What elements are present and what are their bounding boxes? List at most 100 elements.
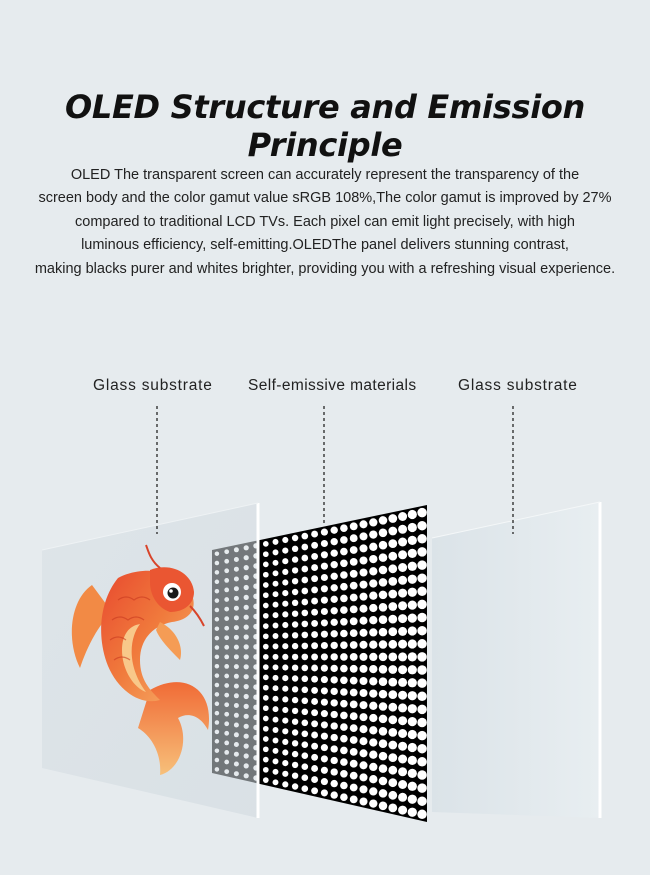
- pixel-dot: [272, 758, 279, 765]
- pixel-dot: [407, 729, 417, 740]
- pixel-dot: [291, 545, 299, 552]
- pixel-dot: [301, 785, 309, 793]
- pixel-dot: [359, 544, 368, 553]
- pixel-dot: [272, 674, 279, 681]
- pixel-dot: [369, 738, 378, 747]
- pixel-dot: [262, 541, 269, 547]
- pixel-dot: [417, 783, 427, 793]
- pixel-dot: [340, 582, 348, 591]
- pixel-dot: [369, 591, 378, 600]
- pixel-dot: [359, 580, 368, 589]
- pixel-dot: [369, 750, 378, 759]
- pixel-dot: [388, 514, 398, 523]
- pixel-dot: [272, 622, 279, 629]
- pixel-dot: [388, 677, 398, 687]
- pixel-dot: [378, 652, 388, 662]
- pixel-dot: [272, 538, 279, 545]
- pixel-dot: [359, 749, 368, 758]
- pixel-dot: [330, 768, 338, 776]
- pixel-dot: [407, 587, 417, 597]
- pixel-dot: [349, 617, 358, 626]
- pixel-dot: [359, 688, 368, 698]
- pixel-dot: [417, 770, 427, 780]
- pixel-dot: [349, 676, 358, 685]
- pixel-dot: [417, 730, 427, 741]
- pixel-dot: [417, 678, 427, 688]
- pixel-dot: [398, 792, 408, 802]
- pixel-dot: [398, 677, 408, 687]
- pixel-dot: [262, 756, 269, 763]
- pixel-dot: [359, 616, 368, 625]
- pixel-dot: [407, 768, 417, 779]
- pixel-dot: [417, 743, 427, 754]
- pixel-dot: [369, 518, 378, 527]
- pixel-dot: [407, 691, 417, 701]
- glass-substrate-back: [432, 502, 600, 818]
- pixel-dot: [378, 540, 388, 550]
- pixel-dot: [262, 746, 269, 753]
- pixel-dot: [349, 569, 358, 578]
- pixel-dot: [320, 766, 328, 774]
- pixel-dot: [311, 776, 319, 784]
- pixel-dot: [311, 753, 319, 761]
- pixel-dot: [330, 595, 338, 603]
- pixel-dot: [320, 585, 328, 593]
- pixel-dot: [291, 664, 299, 671]
- pixel-dot: [291, 567, 299, 574]
- pixel-dot: [378, 516, 388, 525]
- pixel-dot: [359, 701, 368, 710]
- pixel-dot: [359, 568, 368, 577]
- pixel-dot: [349, 759, 358, 768]
- pixel-dot: [311, 564, 319, 572]
- pixel-dot: [282, 675, 289, 682]
- pixel-dot: [359, 556, 368, 565]
- pixel-dot: [311, 742, 319, 750]
- pixel-dot: [311, 619, 319, 627]
- pixel-dot: [320, 778, 328, 786]
- pixel-dot: [272, 580, 279, 587]
- pixel-dot: [320, 596, 328, 604]
- pixel-dot: [369, 530, 378, 539]
- pixel-dot: [398, 639, 408, 649]
- pixel-dot: [272, 737, 279, 744]
- pixel-dot: [262, 664, 269, 670]
- pixel-dot: [340, 594, 348, 603]
- pixel-dot: [349, 581, 358, 590]
- pixel-dot: [272, 747, 279, 754]
- pixel-dot: [417, 639, 427, 649]
- pixel-dot: [330, 584, 338, 592]
- pixel-dot: [378, 627, 388, 637]
- pixel-dot: [417, 704, 427, 715]
- pixel-dot: [301, 543, 309, 551]
- pixel-dot: [282, 568, 289, 575]
- description-line: screen body and the color gamut value sR…: [38, 190, 612, 207]
- pixel-dot: [320, 551, 328, 559]
- description-line: making blacks purer and whites brighter,…: [34, 260, 616, 277]
- pixel-dot: [291, 599, 299, 606]
- pixel-dot: [340, 536, 348, 544]
- pixel-dot: [407, 561, 417, 571]
- pixel-dot: [272, 633, 279, 639]
- pixel-dot: [388, 728, 398, 737]
- pixel-dot: [272, 716, 279, 723]
- pixel-dot: [417, 691, 427, 702]
- pixel-dot: [282, 643, 289, 650]
- pixel-dot: [282, 738, 289, 745]
- koi-fish-illustration: [71, 544, 210, 775]
- pixel-dot: [349, 783, 358, 792]
- pixel-dot: [359, 664, 368, 673]
- pixel-dot: [320, 755, 328, 763]
- pixel-dot: [282, 632, 289, 639]
- pixel-dot: [262, 592, 269, 599]
- pixel-dot: [291, 783, 299, 790]
- pixel-dot: [301, 763, 309, 771]
- pixel-dot: [262, 705, 269, 712]
- pixel-dot: [378, 665, 388, 674]
- pixel-dot: [272, 643, 279, 650]
- pixel-dot: [262, 551, 269, 558]
- pixel-dot: [282, 611, 289, 618]
- pixel-dot: [378, 565, 388, 575]
- pixel-dot: [349, 700, 358, 709]
- pixel-dot: [320, 698, 328, 706]
- pixel-dot: [398, 690, 408, 700]
